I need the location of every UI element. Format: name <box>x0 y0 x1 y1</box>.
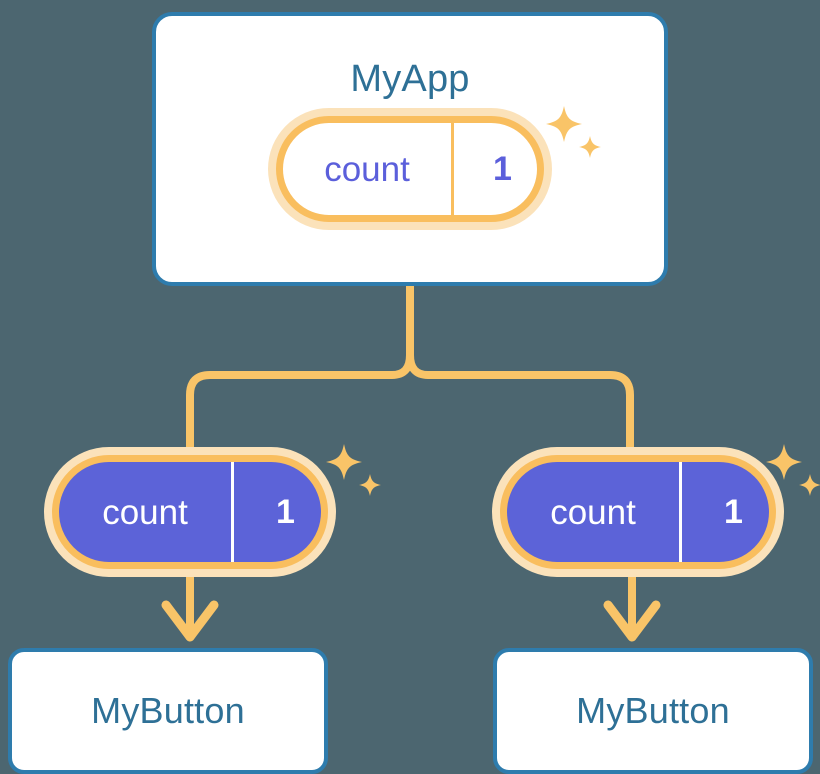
edge-root-to-left-child <box>186 354 414 447</box>
state-pill-key-label: count <box>102 492 188 532</box>
edge-root-to-right-child <box>406 354 634 447</box>
state-pill-key: count <box>283 123 451 215</box>
state-pill-mybutton-left[interactable]: count 1 <box>44 447 336 577</box>
state-pill-inner: count 1 <box>52 455 328 569</box>
state-pill-key: count <box>507 462 679 562</box>
state-pill-value-label: 1 <box>276 493 295 531</box>
state-pill-key: count <box>59 462 231 562</box>
state-pill-inner: count 1 <box>276 116 544 222</box>
sparkle-small-icon <box>799 474 820 496</box>
component-title-mybutton-left: MyButton <box>91 690 245 731</box>
state-pill-mybutton-right[interactable]: count 1 <box>492 447 784 577</box>
arrowhead-left <box>161 600 219 642</box>
state-pill-value-label: 1 <box>724 493 743 531</box>
component-card-mybutton-right[interactable]: MyButton <box>493 648 813 774</box>
state-pill-value-label: 1 <box>493 150 512 188</box>
sparkle-small-icon <box>359 474 381 496</box>
state-pill-myapp[interactable]: count 1 <box>268 108 552 230</box>
component-title-myapp: MyApp <box>350 58 470 100</box>
state-pill-value: 1 <box>231 462 321 562</box>
state-pill-inner: count 1 <box>500 455 776 569</box>
state-pill-value: 1 <box>679 462 769 562</box>
component-card-mybutton-left[interactable]: MyButton <box>8 648 328 774</box>
state-pill-key-label: count <box>550 492 636 532</box>
component-title-mybutton-right: MyButton <box>576 690 730 731</box>
sparkle-icon <box>326 444 362 480</box>
state-pill-key-label: count <box>324 149 410 189</box>
arrowhead-right <box>603 600 661 642</box>
state-pill-value: 1 <box>451 123 537 215</box>
